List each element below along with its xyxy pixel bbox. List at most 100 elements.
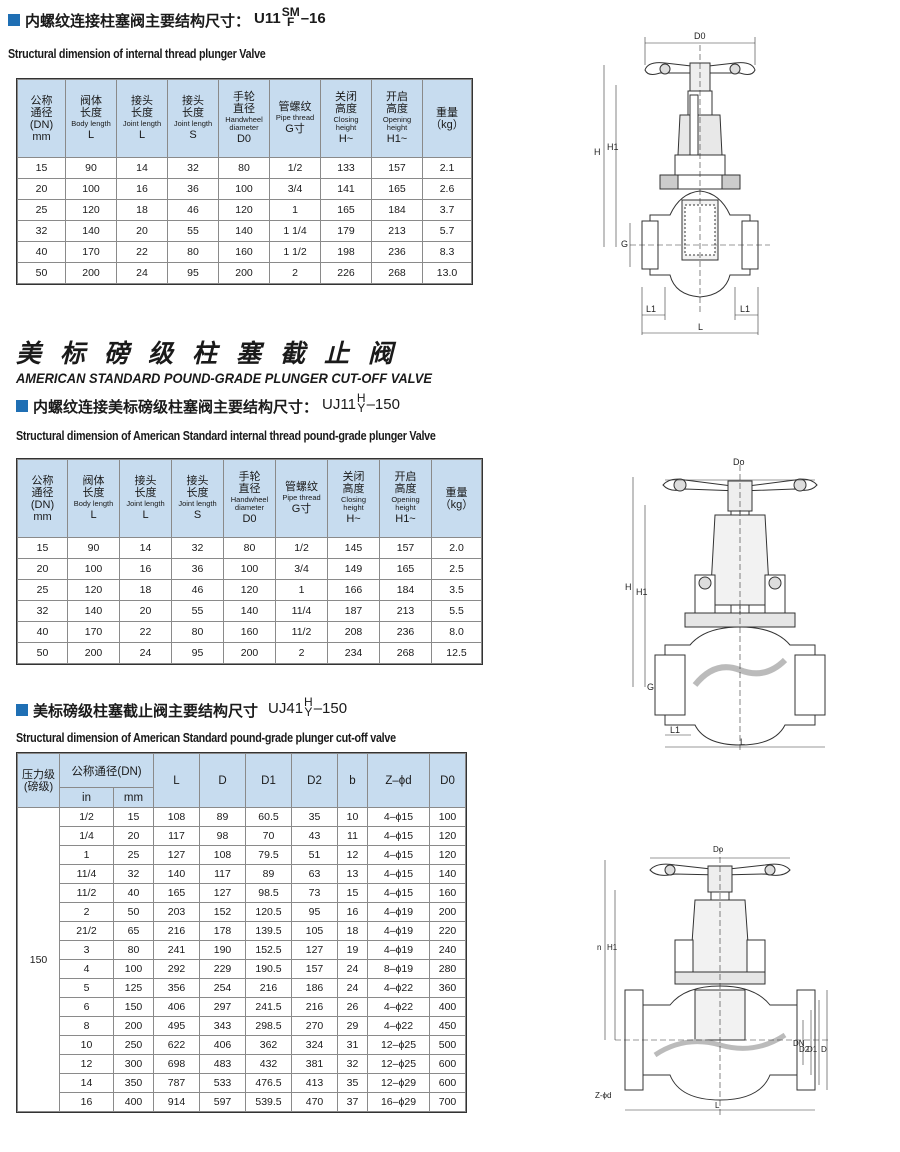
table-cell: 18 [119,579,172,601]
table-cell: 157 [371,157,423,179]
section3-heading: 美标磅级柱塞截止阀主要结构尺寸 UJ41 H Y –150 [16,694,458,721]
table-cell: 120.5 [245,902,292,922]
table-cell: 16 [59,1092,114,1112]
table-cell: 600 [429,1073,466,1093]
table-cell: 15 [337,883,368,903]
drawing1-label-g: G [621,239,628,249]
table-cell: 1 1/4 [269,220,321,242]
section3-model: UJ41 H Y –150 [268,694,348,719]
table-cell: 229 [199,959,246,979]
table-cell: 80 [218,157,270,179]
section1-header: 内螺纹连接柱塞阀主要结构尺寸： U11 SM F –16 Structural … [8,6,326,63]
table-cell: 15 [17,537,68,559]
table-cell: 19 [337,940,368,960]
table3-header-d0: D0 [429,753,466,808]
table-cell: 4 [59,959,114,979]
table-cell: 12–ϕ25 [367,1054,430,1074]
pound-grade-threaded-valve-drawing: Do H H1 G L1 L [625,457,826,750]
table3-wrapper: 压力级 (磅级) 公称通径(DN) L D D1 D2 b Z–ϕd D0 in… [16,752,467,1113]
table-cell: 20 [119,600,172,622]
table-cell: 184 [379,579,432,601]
table-cell: 170 [67,621,120,643]
table-cell: 140 [153,864,200,884]
table-cell: 55 [171,600,224,622]
table3-header-b: b [337,753,368,808]
blue-square-bullet-icon [8,14,20,26]
table-cell: 3 [59,940,114,960]
table-cell: 100 [218,178,270,200]
table-cell: 100 [429,807,466,827]
table-cell: 18 [337,921,368,941]
table-cell: 10 [59,1035,114,1055]
table-cell: 43 [291,826,338,846]
drawing1-label-l: L [698,322,703,332]
table-cell: 35 [337,1073,368,1093]
table-cell: 500 [429,1035,466,1055]
table-cell: 297 [199,997,246,1017]
section2-subtitle: Structural dimension of American Standar… [16,429,436,443]
table-cell: 356 [153,978,200,998]
table-cell: 152 [199,902,246,922]
drawing2-label-do: Do [733,457,745,467]
table-cell: 11/4 [59,864,114,884]
table-cell: 8.3 [422,241,472,263]
table3: 压力级 (磅级) 公称通径(DN) L D D1 D2 b Z–ϕd D0 in… [17,753,466,1112]
table-cell: 533 [199,1073,246,1093]
table-cell: 4–ϕ22 [367,997,430,1017]
table-cell: 14 [119,537,172,559]
table-cell: 127 [153,845,200,865]
table-cell: 236 [371,241,423,263]
table-cell: 79.5 [245,845,292,865]
table-cell: 6 [59,997,114,1017]
table-cell: 165 [371,178,423,200]
table-cell: 190 [199,940,246,960]
table-cell: 184 [371,199,423,221]
table-cell: 160 [223,621,276,643]
table-cell: 300 [113,1054,154,1074]
table-cell: 240 [429,940,466,960]
table-cell: 3.5 [431,579,482,601]
table-cell: 120 [65,199,117,221]
section3-header: 美标磅级柱塞截止阀主要结构尺寸 UJ41 H Y –150 Structural… [16,694,458,747]
blue-square-bullet-icon [16,400,28,412]
table-cell: 200 [113,1016,154,1036]
table-cell: 241 [153,940,200,960]
table-cell: 98.5 [245,883,292,903]
table-cell: 226 [320,262,372,284]
table-cell: 18 [116,199,168,221]
table1-header-8: 重量 （kg） [422,79,472,158]
table-cell: 120 [429,826,466,846]
threaded-plunger-valve-drawing: D0 H H1 G L1 L1 L [594,31,770,335]
drawing3-label-d: D [821,1045,827,1054]
table-cell: 32 [167,157,219,179]
table-cell: 3.7 [422,199,472,221]
table-cell: 2 [275,642,328,664]
table-cell: 216 [245,978,292,998]
table-cell: 268 [379,642,432,664]
table-cell: 160 [218,241,270,263]
drawing3-label-z-d: Z-ϕd [595,1091,611,1100]
table-cell: 89 [245,864,292,884]
table-cell: 1 [59,845,114,865]
table-cell: 120 [429,845,466,865]
